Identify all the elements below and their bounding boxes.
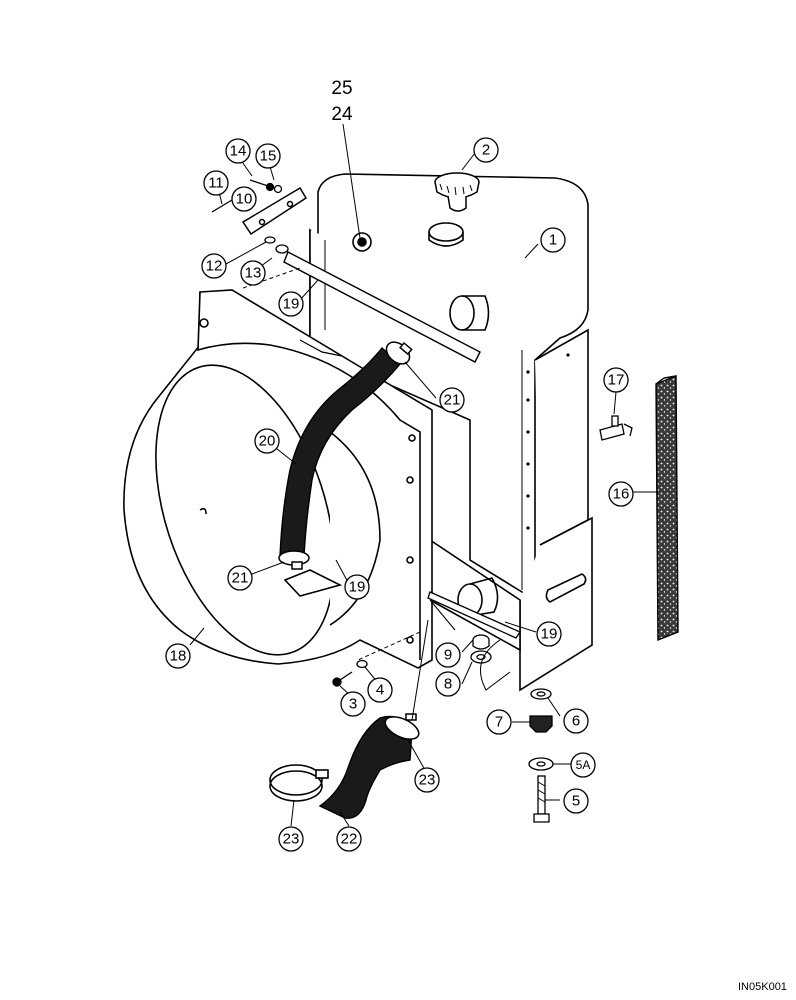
svg-text:21: 21	[232, 570, 249, 587]
drain-valve	[599, 415, 633, 441]
radiator-cap	[434, 172, 480, 212]
callout-5a: 5A	[570, 752, 596, 778]
callout-11: 11	[203, 170, 229, 196]
callout-22: 22	[336, 826, 362, 852]
svg-text:18: 18	[170, 648, 187, 665]
svg-text:7: 7	[495, 714, 503, 731]
svg-text:5A: 5A	[576, 758, 591, 772]
callout-15: 15	[255, 143, 281, 169]
svg-text:20: 20	[259, 433, 276, 450]
svg-text:10: 10	[236, 191, 253, 208]
svg-text:19: 19	[283, 296, 300, 313]
svg-text:19: 19	[349, 579, 366, 596]
svg-text:1: 1	[549, 232, 557, 249]
callout-2: 2	[473, 137, 499, 163]
washer-6	[530, 688, 552, 700]
svg-text:23: 23	[419, 772, 436, 789]
callout-16: 16	[608, 481, 634, 507]
svg-text:3: 3	[349, 696, 357, 713]
callout-21-lower: 21	[227, 565, 253, 591]
hose-clamp-23-loose	[269, 764, 329, 802]
drawing-code: IN05K001	[738, 981, 787, 993]
callouts: 1 2 3 4 5 5A 6 7 8 9 10 11 12 13 14 15 1…	[165, 137, 634, 852]
svg-text:17: 17	[608, 372, 625, 389]
seal-strip-lower	[427, 591, 521, 639]
callout-14: 14	[225, 138, 251, 164]
label-24: 24	[331, 104, 353, 125]
callout-20: 20	[254, 428, 280, 454]
callout-8: 8	[435, 671, 461, 697]
isolator-7	[529, 715, 553, 733]
hose-clamp-23-top	[384, 713, 420, 740]
bolt-3	[332, 671, 353, 687]
svg-text:22: 22	[341, 831, 358, 848]
callout-23-hose: 23	[414, 767, 440, 793]
svg-text:14: 14	[230, 143, 247, 160]
svg-text:2: 2	[482, 142, 490, 159]
washer-4	[356, 659, 368, 669]
washer-nut-12-13	[264, 236, 289, 254]
svg-text:16: 16	[613, 486, 630, 503]
callout-19-shroud: 19	[344, 574, 370, 600]
callout-9: 9	[435, 642, 461, 668]
callout-4: 4	[367, 677, 393, 703]
bolt-5	[533, 775, 550, 823]
nut-9-washer-8	[470, 634, 492, 664]
callout-17: 17	[603, 367, 629, 393]
seal-strip-upper	[283, 251, 481, 363]
callout-23-loose: 23	[278, 826, 304, 852]
label-25: 25	[331, 78, 352, 99]
washer-5a	[528, 757, 554, 771]
svg-text:15: 15	[260, 148, 277, 165]
svg-text:6: 6	[572, 713, 580, 730]
bolt-14	[249, 179, 283, 194]
callout-5: 5	[563, 788, 589, 814]
svg-text:13: 13	[245, 265, 262, 282]
svg-text:9: 9	[444, 647, 452, 664]
hose-clamp-upper	[385, 341, 413, 365]
hose-clamp-lower	[278, 550, 310, 570]
callout-18: 18	[165, 643, 191, 669]
svg-text:23: 23	[283, 831, 300, 848]
lower-hose	[318, 715, 413, 819]
foam-seal-strip	[655, 374, 679, 642]
callout-10: 10	[231, 186, 257, 212]
svg-text:11: 11	[208, 175, 224, 192]
callout-13: 13	[240, 260, 266, 286]
callout-1: 1	[540, 227, 566, 253]
svg-text:21: 21	[444, 392, 461, 409]
callout-3: 3	[340, 691, 366, 717]
radiator	[309, 173, 593, 692]
svg-text:4: 4	[376, 682, 384, 699]
svg-text:19: 19	[541, 626, 558, 643]
svg-text:8: 8	[444, 676, 452, 693]
callout-19-upper: 19	[278, 291, 304, 317]
callout-12: 12	[201, 253, 227, 279]
callout-6: 6	[563, 708, 589, 734]
callout-19-lower: 19	[536, 621, 562, 647]
svg-text:5: 5	[572, 793, 580, 810]
svg-text:12: 12	[206, 258, 223, 275]
callout-7: 7	[486, 709, 512, 735]
callout-21-upper: 21	[439, 387, 465, 413]
mounting-plate	[241, 186, 308, 236]
